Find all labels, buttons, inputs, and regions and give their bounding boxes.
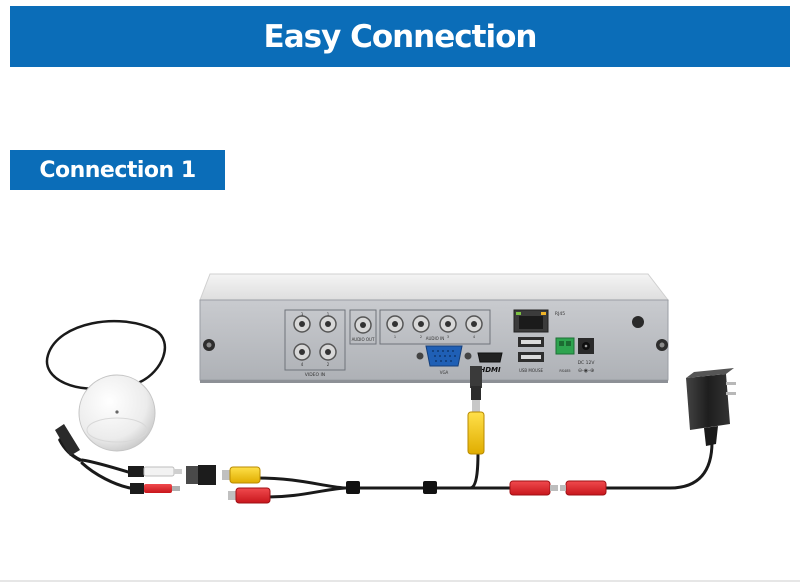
red-plug-icon	[144, 484, 172, 493]
rs485-terminal-icon	[555, 337, 575, 355]
bottom-divider	[0, 580, 800, 582]
video-in-number: 2	[327, 362, 330, 367]
video-extension-cable	[254, 450, 480, 490]
power-cable	[602, 440, 714, 490]
cable-joint	[346, 481, 360, 494]
dvr-bottom-edge	[200, 380, 668, 383]
cable-joint	[423, 481, 437, 494]
dvr-recorder: 3 1 4 2 VIDEO IN AUDIO OUT 1 2 3 4 AUDIO…	[199, 273, 670, 383]
section-banner: Connection 1	[10, 150, 225, 190]
rs485-label: RS485	[559, 369, 570, 373]
red-plug-icon	[509, 480, 551, 496]
power-adapter-icon	[686, 368, 736, 446]
video-in-number: 4	[301, 362, 304, 367]
video-in-frame	[284, 309, 346, 371]
yellow-plug-icon	[229, 466, 261, 484]
mic-audio-plugs	[128, 466, 182, 494]
video-in-label: VIDEO IN	[305, 372, 325, 378]
audio-in-port-icon	[386, 315, 483, 333]
coupler-icon	[186, 465, 216, 485]
section-title: Connection 1	[39, 157, 196, 183]
av-plugs	[222, 466, 271, 504]
white-plug-icon	[143, 466, 175, 477]
video-in-port-icon	[293, 315, 337, 361]
audio-in-number: 2	[420, 335, 422, 339]
video-in-number: 3	[301, 312, 304, 317]
video-plug-to-dvr	[467, 366, 485, 455]
rj45-label: RJ45	[555, 311, 565, 317]
page-title: Easy Connection	[263, 18, 538, 55]
ground-screw-icon	[632, 316, 644, 328]
audio-in-label: AUDIO IN	[426, 336, 445, 341]
vga-port-icon	[425, 345, 463, 367]
audio-out-label: AUDIO OUT	[352, 337, 375, 342]
cables	[45, 319, 714, 499]
red-plug-icon	[235, 487, 271, 504]
hdmi-port-icon	[477, 352, 503, 363]
red-plug-icon	[565, 480, 607, 496]
microphone-icon	[55, 374, 156, 456]
audio-in-number: 4	[473, 335, 476, 339]
hdmi-label: HDMI	[479, 366, 501, 374]
video-in-number: 1	[327, 312, 330, 317]
audio-plug-pair	[509, 480, 607, 496]
dvr-top-panel	[199, 273, 670, 301]
microphone-cable	[45, 319, 167, 390]
usb-label: USB MOUSE	[519, 368, 544, 373]
dc-polarity-icon: ⊖-◉-⊕	[578, 368, 594, 374]
yellow-plug-icon	[467, 411, 485, 455]
audio-in-number: 1	[394, 335, 396, 339]
header-banner: Easy Connection	[10, 6, 790, 67]
audio-in-frame	[379, 309, 491, 345]
audio-out-frame	[349, 309, 377, 345]
vga-label: VGA	[440, 370, 449, 375]
audio-in-number: 3	[447, 335, 449, 339]
dc-label: DC 12V	[578, 360, 596, 366]
